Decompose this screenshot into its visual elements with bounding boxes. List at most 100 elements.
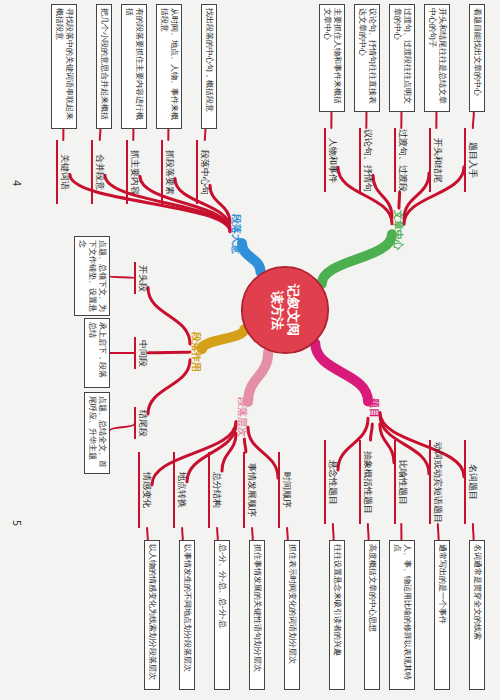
note-box: 往往设置悬念来吸引读者的兴趣 xyxy=(329,540,345,690)
note-box: 主要抓住人物和事件来概括文章中心 xyxy=(319,4,345,112)
node-text: 高度概括文章的中心思想 xyxy=(367,544,377,686)
main-branch xyxy=(248,352,268,402)
node-text: 人物和事件 xyxy=(327,128,338,192)
topic-label: 总分结构 xyxy=(208,452,222,528)
topic-label: 悬念性题目 xyxy=(324,440,338,524)
topic-label: 过渡句、过渡段 xyxy=(394,128,408,192)
node-text: 段落层次 xyxy=(236,395,248,439)
branch-label: 段落作用 xyxy=(190,330,202,374)
node-text: 议论句、抒情句往往直接表达文章的中心 xyxy=(357,8,377,108)
node-text: 抓段落要素 xyxy=(164,140,175,204)
node-text: 人、事、物运用比喻的修辞以表现其特点 xyxy=(392,544,412,686)
note-box: 以事情发生的不同地点划分段落层次 xyxy=(179,540,195,690)
node-text: 开头和结尾往往是总结文章中心的句子 xyxy=(427,8,447,108)
note-box: 承上启下，段落总结 xyxy=(84,318,110,388)
branch-label: 段落层次 xyxy=(236,395,248,439)
note-box: 人、事、物运用比喻的修辞以表现其特点 xyxy=(389,540,415,690)
branch-line xyxy=(148,287,190,344)
branch-line xyxy=(110,352,134,354)
branch-label: 文章中心 xyxy=(392,208,404,252)
topic-label: 抓段落要素 xyxy=(161,140,175,204)
branch-line xyxy=(437,524,440,540)
node-text: 抓住表示时间变化的词语划分层次 xyxy=(287,544,297,686)
node-text: 寻找段落中的关键词语串联起来概括段意 xyxy=(54,8,74,125)
topic-label: 题目入手 xyxy=(464,128,478,192)
node-text: 悬念性题目 xyxy=(327,440,338,524)
note-box: 寻找段落中的关键词语串联起来概括段意 xyxy=(51,4,77,129)
node-text: 找出段落的中心句，概括段意 xyxy=(204,8,214,125)
topic-label: 情感变化 xyxy=(138,452,152,528)
node-text: 抓主要内容 xyxy=(129,140,140,204)
branch-line xyxy=(216,528,219,540)
node-text: 开头段 xyxy=(137,262,148,294)
note-box: 点题、总结全文、首尾呼应、升华主题 xyxy=(84,392,110,474)
node-text: 总分结构 xyxy=(211,452,222,528)
note-box: 名词通常是贯穿全文的线索 xyxy=(469,540,485,690)
note-box: 把几个小段的意思合并起来概括 xyxy=(96,4,112,129)
node-text: 情感变化 xyxy=(141,452,152,528)
node-text: 开头和结尾 xyxy=(432,128,443,192)
topic-label: 段落中心句 xyxy=(196,140,210,204)
branch-label: 段落大意 xyxy=(230,212,242,256)
branch-line xyxy=(148,360,190,414)
branch-line xyxy=(286,528,289,540)
topic-label: 比喻性题目 xyxy=(394,440,408,524)
node-text: 段落中心句 xyxy=(199,140,210,204)
node-text: 中间段 xyxy=(137,337,148,369)
branch-line xyxy=(167,129,169,140)
topic-label: 中间段 xyxy=(134,337,148,369)
node-text: 记叙文阅读方法 xyxy=(269,279,301,341)
node-text: 从时间、地点、人物、事件来概括段意 xyxy=(159,8,179,125)
node-text: 题目入手 xyxy=(467,128,478,192)
note-box: 议论句、抒情句往往直接表达文章的中心 xyxy=(354,4,380,112)
main-branch xyxy=(322,234,392,284)
node-text: 合并段意 xyxy=(94,140,105,204)
topic-label: 合并段意 xyxy=(91,140,105,204)
branch-line xyxy=(146,528,149,540)
topic-label: 开头段 xyxy=(134,262,148,294)
main-branch xyxy=(202,329,244,349)
node-text: 点题、总领下文、为下文作铺垫、设置悬念 xyxy=(77,240,107,312)
note-box: 从时间、地点、人物、事件来概括段意 xyxy=(156,4,182,129)
note-box: 高度概括文章的中心思想 xyxy=(364,540,380,690)
node-text: 结尾段 xyxy=(137,407,148,439)
note-box: 有的段落要抓住主要内容进行概括 xyxy=(121,4,147,129)
topic-label: 时间顺序 xyxy=(278,452,292,528)
note-box: 抓住表示时间变化的词语划分层次 xyxy=(284,540,300,690)
note-box: 看题目能找出文章的中心 xyxy=(469,4,485,112)
node-text: 关键词语 xyxy=(59,140,70,204)
topic-label: 议论句、抒情句 xyxy=(359,128,373,192)
topic-label: 事情发展顺序 xyxy=(243,452,257,528)
node-text: 名词题目 xyxy=(467,440,478,524)
note-box: 点题、总领下文、为下文作铺垫、设置悬念 xyxy=(74,236,110,316)
branch-line xyxy=(181,528,184,540)
topic-label: 关键词语 xyxy=(56,140,70,204)
branch-line xyxy=(99,129,102,140)
branch-line xyxy=(152,422,236,485)
branch-line xyxy=(244,439,245,452)
node-text: 抽象概括性题目 xyxy=(362,440,373,524)
branch-line xyxy=(110,425,134,430)
topic-label: 结尾段 xyxy=(134,407,148,439)
node-text: 地点转换 xyxy=(176,452,187,528)
node-text: 通常写出的是一个事件 xyxy=(437,544,447,686)
node-text: 有的段落要抓住主要内容进行概括 xyxy=(124,8,144,125)
topic-label: 抽象概括性题目 xyxy=(359,440,373,524)
branch-line xyxy=(472,524,475,540)
branch-line xyxy=(380,413,464,477)
node-text: 文章中心 xyxy=(392,208,404,252)
node-text: 动词或动宾短语题目 xyxy=(432,440,443,524)
node-text: 议论句、抒情句 xyxy=(362,128,373,192)
branch-line xyxy=(435,112,437,128)
node-text: 段落作用 xyxy=(190,330,202,374)
branch-line xyxy=(380,424,394,463)
topic-label: 开头和结尾 xyxy=(429,128,443,192)
node-text: 事情发展顺序 xyxy=(246,452,257,528)
branch-line xyxy=(365,112,367,128)
topic-label: 动词或动宾短语题目 xyxy=(429,440,443,524)
node-text: 题目 xyxy=(368,392,380,424)
node-text: 看题目能找出文章的中心 xyxy=(472,8,482,108)
branch-line xyxy=(251,528,254,540)
note-box: 总-分、分-总、总-分-总 xyxy=(214,540,230,690)
